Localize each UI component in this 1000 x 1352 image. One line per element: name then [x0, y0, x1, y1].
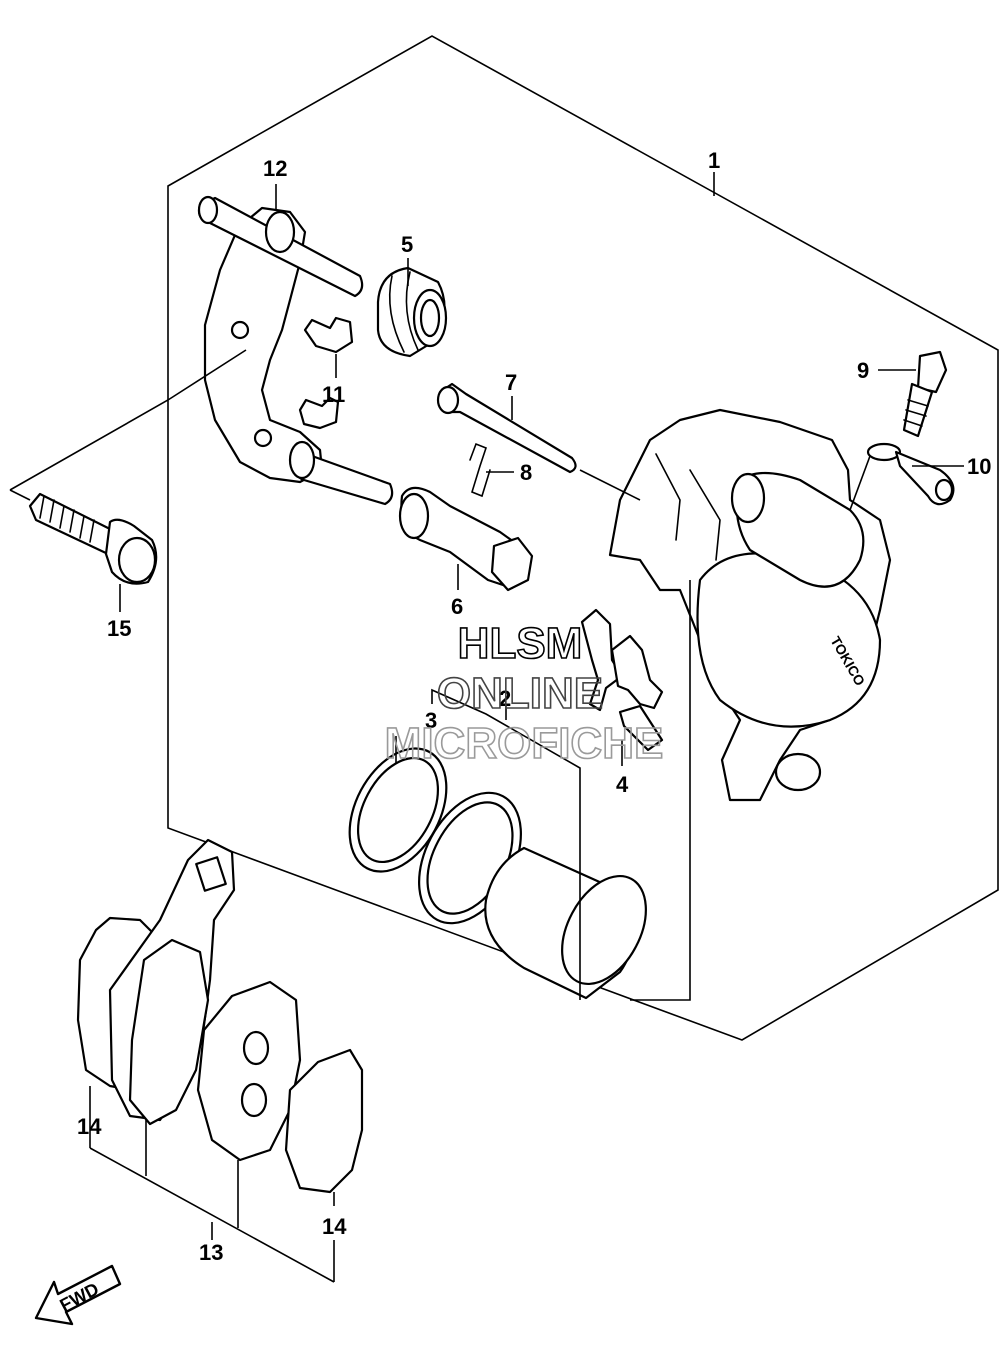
mounting-bolt-part — [28, 492, 158, 585]
watermark-line-3: MICROFICHE — [385, 719, 664, 768]
bleeder-valve-part — [902, 350, 948, 438]
slide-pin-bolt-part — [436, 382, 577, 474]
watermark: HLSM ONLINE MICROFICHE — [384, 618, 664, 769]
callout-11: 11 — [322, 382, 345, 407]
callout-8: 8 — [520, 460, 532, 485]
callout-3: 3 — [425, 708, 437, 733]
callout-5: 5 — [401, 232, 413, 257]
fwd-arrow-icon — [34, 1264, 122, 1326]
caliper-housing-part: TOKICO — [608, 408, 892, 802]
callout-15: 15 — [107, 616, 131, 641]
pin-boot-part — [376, 266, 448, 358]
pad-spring-clip-part — [298, 316, 354, 430]
callout-2: 2 — [499, 686, 511, 711]
watermark-line-2: ONLINE — [437, 669, 603, 718]
caliper-assembly-boundary — [167, 35, 999, 1041]
watermark-line-1: HLSM — [458, 619, 583, 668]
callout-13: 13 — [199, 1240, 223, 1265]
callout-6: 6 — [451, 594, 463, 619]
brake-pad-set-part — [76, 838, 364, 1194]
pad-retainer-spring-part — [580, 608, 664, 752]
callout-10: 10 — [967, 454, 991, 479]
clip-pin-part — [469, 442, 491, 498]
callout-7: 7 — [505, 370, 517, 395]
leader-lines — [9, 172, 964, 1283]
callout-14-right: 14 — [322, 1214, 347, 1239]
caliper-bracket-part — [197, 195, 394, 506]
callout-labels: 1 12 5 11 7 9 8 10 6 15 2 3 4 14 14 13 — [77, 148, 991, 1265]
callout-1: 1 — [708, 148, 720, 173]
pin-sleeve-boot-part — [398, 486, 534, 592]
callout-12: 12 — [263, 156, 287, 181]
callout-14-left: 14 — [77, 1114, 102, 1139]
callout-4: 4 — [616, 772, 629, 797]
bleeder-cap-part — [866, 442, 955, 506]
piston-part — [484, 846, 647, 1000]
forward-direction-indicator: FWD — [34, 1264, 122, 1326]
callout-9: 9 — [857, 358, 869, 383]
